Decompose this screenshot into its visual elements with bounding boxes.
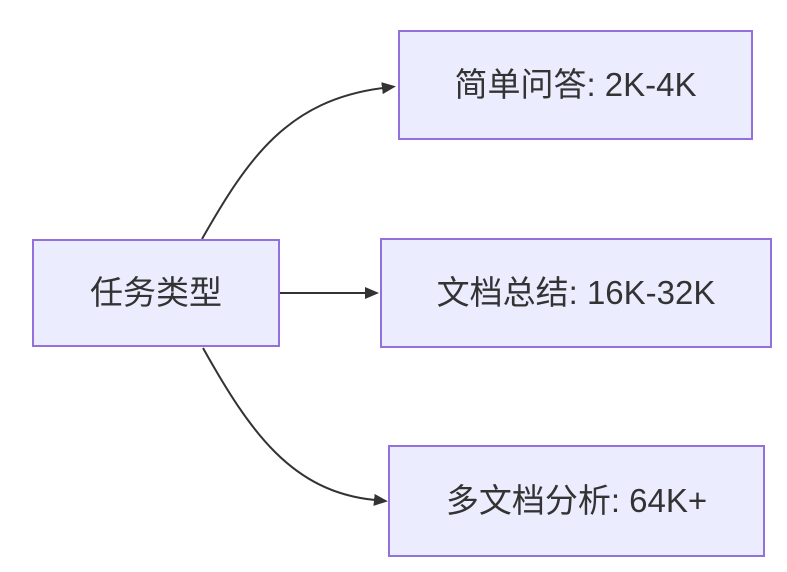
node-task-type: 任务类型 xyxy=(32,239,280,347)
node-simple-qa-label: 简单问答: 2K-4K xyxy=(454,66,697,104)
edge-task-type-to-simple-qa xyxy=(201,82,396,240)
node-multi-doc-label: 多文档分析: 64K+ xyxy=(445,482,708,520)
node-multi-doc: 多文档分析: 64K+ xyxy=(388,445,765,557)
edge-task-type-to-multi-doc xyxy=(202,347,388,506)
node-doc-summary: 文档总结: 16K-32K xyxy=(380,238,772,348)
node-doc-summary-label: 文档总结: 16K-32K xyxy=(436,274,716,312)
node-task-type-label: 任务类型 xyxy=(90,274,222,312)
node-simple-qa: 简单问答: 2K-4K xyxy=(398,30,753,140)
